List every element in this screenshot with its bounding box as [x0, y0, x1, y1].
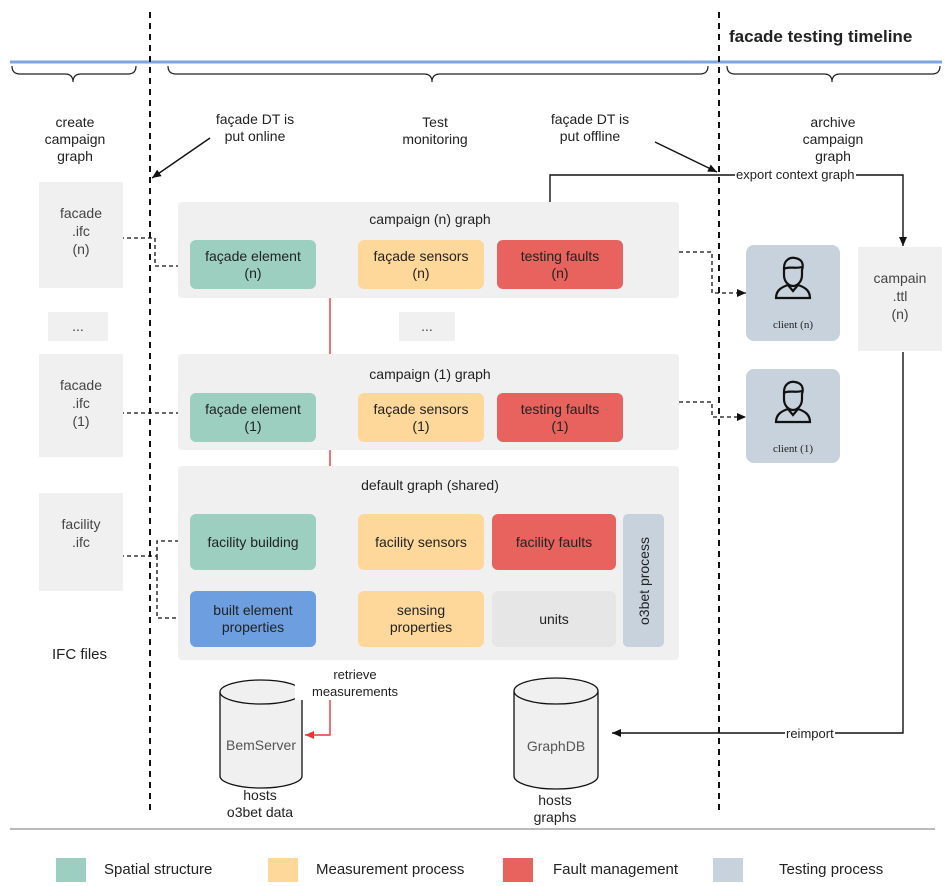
reimport-label: reimport — [785, 725, 835, 742]
default-graph-title: default graph (shared) — [361, 477, 499, 493]
phase-brace-test — [167, 65, 709, 83]
graph-ellipsis: ... — [399, 312, 455, 341]
ifc-ellipsis: ... — [48, 312, 108, 341]
retrieve-arrow — [305, 700, 331, 739]
phase-archive-label: archive campaign graph — [802, 114, 864, 164]
campaign-1-client-link — [679, 401, 746, 421]
graphdb-db — [513, 677, 599, 790]
ifc-files-caption: IFC files — [52, 646, 108, 663]
testing-faults-1: testing faults (1) — [497, 393, 623, 442]
offline-arrow — [654, 141, 718, 173]
phase-brace-create — [11, 65, 137, 83]
graphdb-caption: hosts graphs — [533, 792, 577, 825]
o3bet-process-label: o3bet process — [635, 536, 652, 625]
legend-label-measurement: Measurement process — [316, 861, 465, 878]
legend-label-spatial: Spatial structure — [104, 861, 213, 878]
sensing-properties: sensing properties — [358, 591, 484, 647]
client-1: client (1) — [746, 369, 840, 463]
user-icon — [774, 380, 812, 424]
facility-ifc-link-building — [120, 537, 189, 557]
user-icon — [774, 256, 812, 300]
phase-brace-archive — [726, 65, 941, 83]
legend-swatch-spatial — [56, 858, 86, 882]
retrieve-label: retrieve measurements — [295, 666, 415, 700]
facade-element-n: façade element (n) — [190, 240, 316, 289]
facility-sensors: facility sensors — [358, 514, 484, 570]
bemserver-caption: hosts o3bet data — [226, 787, 294, 820]
phase-archive: archive campaign graph — [778, 97, 888, 165]
phase-create-label: create campaign graph — [44, 114, 106, 164]
client-1-label: client (1) — [772, 443, 813, 455]
testing-faults-n: testing faults (n) — [497, 240, 623, 289]
legend-label-fault: Fault management — [553, 861, 679, 878]
graphdb-label: GraphDB — [526, 738, 586, 754]
legend-swatch-testing — [713, 858, 743, 882]
client-n-label: client (n) — [772, 319, 813, 331]
legend-swatch-measurement — [268, 858, 298, 882]
units: units — [492, 591, 616, 647]
facade-ifc-1: facade .ifc (1) — [39, 354, 123, 457]
phase-test: Test monitoring — [380, 97, 490, 148]
timeline-title: facade testing timeline — [729, 27, 913, 46]
facade-element-1: façade element (1) — [190, 393, 316, 442]
reimport-flow — [612, 352, 904, 737]
facade-ifc-n: facade .ifc (n) — [39, 182, 123, 288]
client-n: client (n) — [746, 245, 840, 341]
facade-sensors-1: façade sensors (1) — [358, 393, 484, 442]
campaign-1-title: campaign (1) graph — [369, 366, 491, 382]
facility-faults: facility faults — [492, 514, 616, 570]
online-arrow — [151, 137, 211, 179]
bemserver-label: BemServer — [225, 737, 297, 753]
campain-ttl: campain .ttl (n) — [858, 247, 942, 351]
campaign-n-client-link — [679, 251, 746, 297]
ifc-n-link — [120, 237, 189, 270]
export-label: export context graph — [735, 166, 856, 183]
event-offline: façade DT is put offline — [550, 111, 630, 144]
legend-label-testing: Testing process — [779, 861, 884, 878]
built-element-properties: built element properties — [190, 591, 316, 647]
bemserver-db — [219, 679, 303, 789]
campaign-n-title: campaign (n) graph — [369, 211, 491, 227]
facility-building: facility building — [190, 514, 316, 570]
phase-create: create campaign graph — [20, 97, 130, 165]
facade-sensors-n: façade sensors (n) — [358, 240, 484, 289]
o3bet-process: o3bet process — [623, 514, 664, 647]
export-flow — [549, 174, 907, 246]
event-online: façade DT is put online — [215, 111, 295, 144]
facility-ifc: facility .ifc — [39, 493, 123, 591]
legend-swatch-fault — [503, 858, 533, 882]
phase-test-label: Test monitoring — [402, 114, 468, 147]
